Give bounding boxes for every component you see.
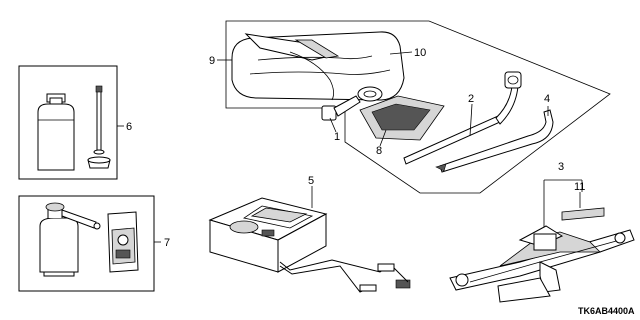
tool-bag (231, 31, 405, 101)
callout-3: 3 (558, 161, 564, 173)
jack-handle (435, 109, 554, 173)
callout-1: 1 (334, 131, 340, 143)
callout-9: 9 (209, 55, 215, 67)
leader-lines (217, 51, 581, 208)
wheel-nut-wrench (403, 71, 522, 165)
jack-label (561, 207, 605, 221)
callout-8: 8 (376, 145, 382, 157)
sealant-canister (39, 202, 101, 277)
callout-2: 2 (468, 93, 474, 105)
towing-hook (321, 86, 383, 121)
group-box-7 (18, 195, 161, 292)
diagram-code: TK6AB4400A (578, 306, 635, 316)
callout-6: 6 (126, 121, 132, 133)
tool-pouch (359, 95, 445, 141)
jack-assembly (449, 179, 635, 303)
callout-10: 10 (414, 47, 426, 59)
callout-5: 5 (308, 175, 314, 187)
callout-4: 4 (544, 93, 550, 105)
sealant-bag (107, 211, 139, 273)
callout-7: 7 (164, 237, 170, 249)
valve-core-tool (87, 85, 111, 169)
toolkit-outline (225, 20, 611, 194)
group-box-6 (18, 65, 124, 180)
sealant-bottle (37, 93, 75, 171)
callout-11: 11 (574, 181, 585, 193)
air-compressor (208, 197, 411, 293)
